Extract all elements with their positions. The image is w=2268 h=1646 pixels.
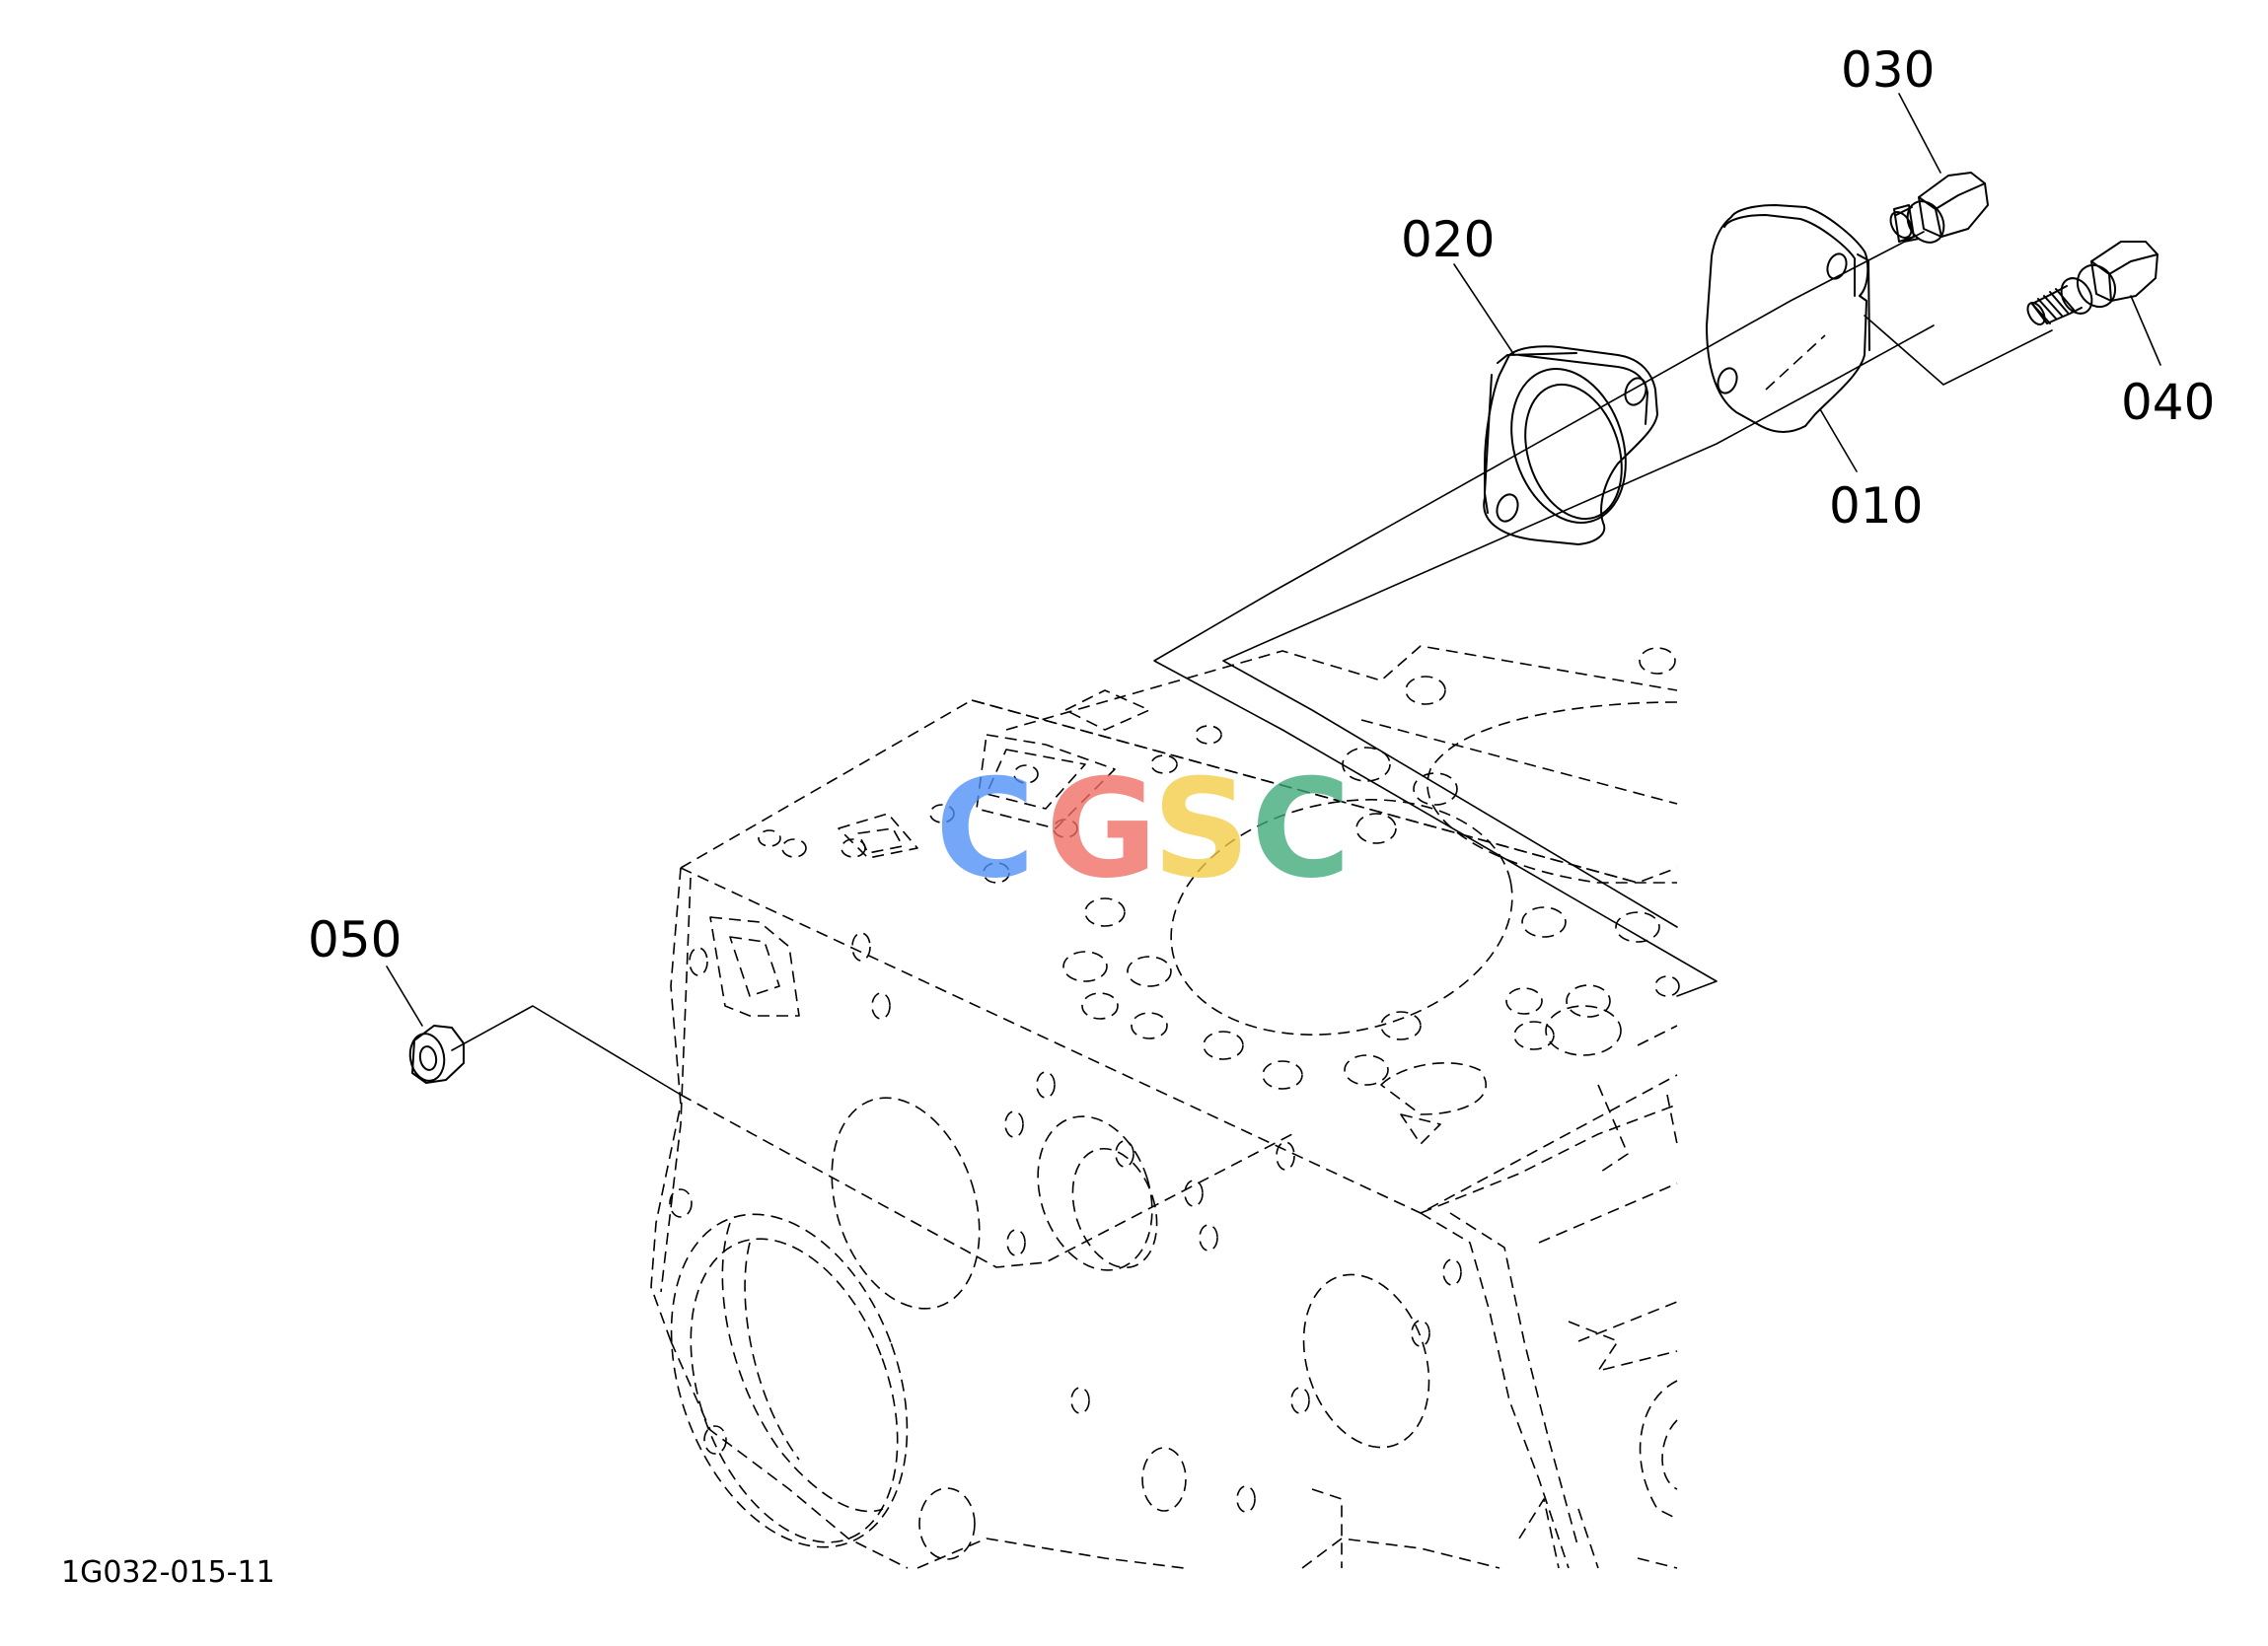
callout-020: 020 <box>1401 211 1495 268</box>
cover-plate-010 <box>1706 204 1870 433</box>
assembly-center-lines <box>451 231 2053 1268</box>
callout-050: 050 <box>308 911 402 968</box>
drawing-number: 1G032-015-11 <box>61 1555 275 1590</box>
screw-030 <box>1889 172 1989 244</box>
callout-labels: 030 020 040 010 050 <box>308 41 2215 968</box>
callout-010: 010 <box>1829 477 1923 535</box>
bolt-040 <box>2026 241 2158 325</box>
watermark-letter-c1: C <box>935 750 1035 908</box>
callout-030: 030 <box>1841 41 1935 99</box>
engine-block <box>650 645 1680 1569</box>
callout-040: 040 <box>2121 374 2215 431</box>
watermark-letter-c2: C <box>1251 750 1351 908</box>
gasket-020 <box>1483 345 1658 545</box>
nut-050 <box>408 1025 465 1084</box>
watermark-letter-s: S <box>1152 750 1250 908</box>
callout-leaders <box>386 93 2161 1027</box>
watermark-logo: C G S C <box>935 750 1351 908</box>
watermark-letter-g: G <box>1046 750 1157 908</box>
